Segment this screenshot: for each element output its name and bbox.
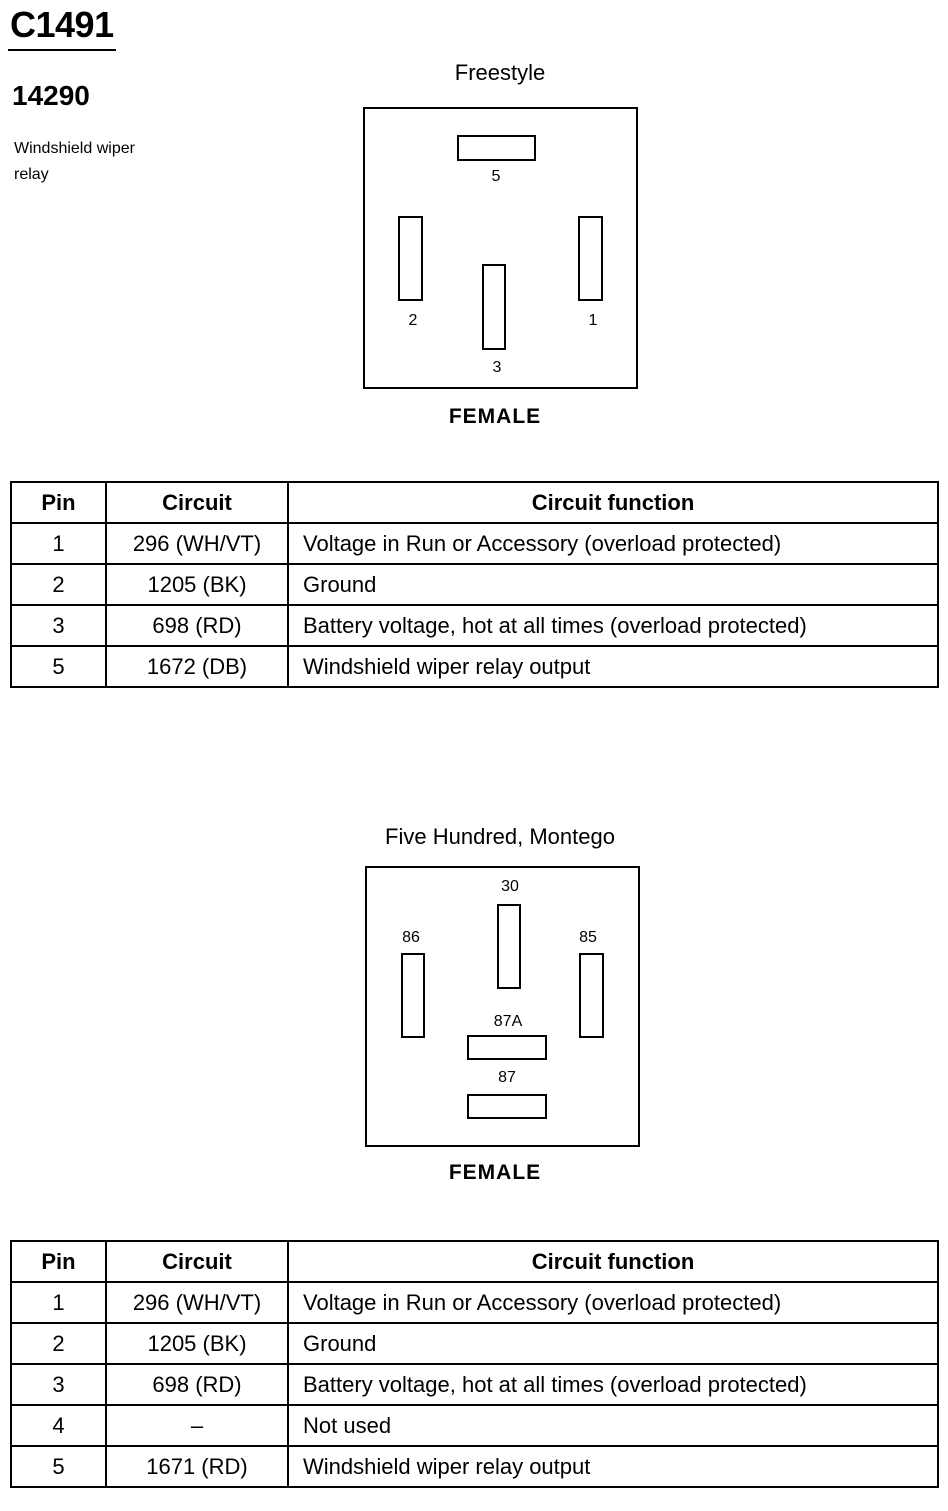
- function-cell: Windshield wiper relay output: [287, 645, 939, 688]
- table-header-row: Pin Circuit Circuit function: [10, 481, 939, 524]
- circuit-cell: 1205 (BK): [105, 563, 289, 606]
- pin-cell: 3: [10, 1363, 107, 1406]
- diagram-2-connector-face: [365, 866, 640, 1147]
- header-pin: Pin: [10, 1240, 107, 1283]
- diagram-2-pin-87a-label: 87A: [493, 1013, 523, 1030]
- title-underline: [8, 49, 116, 51]
- function-cell: Ground: [287, 563, 939, 606]
- connector-id: C1491: [10, 4, 114, 45]
- pinout-table-2: Pin Circuit Circuit function 1 296 (WH/V…: [10, 1240, 939, 1488]
- diagram-2-pin-85-label: 85: [579, 929, 597, 946]
- diagram-2-pin-85: [579, 953, 604, 1038]
- pin-cell: 5: [10, 1445, 107, 1488]
- function-cell: Ground: [287, 1322, 939, 1365]
- diagram-1-pin-3-label: 3: [492, 359, 502, 376]
- diagram-1-connector-face: [363, 107, 638, 389]
- table-row: 1 296 (WH/VT) Voltage in Run or Accessor…: [10, 522, 939, 565]
- pin-cell: 1: [10, 522, 107, 565]
- header-circuit: Circuit: [105, 1240, 289, 1283]
- table-row: 1 296 (WH/VT) Voltage in Run or Accessor…: [10, 1281, 939, 1324]
- diagram-2-pin-30-label: 30: [501, 878, 519, 895]
- function-cell: Voltage in Run or Accessory (overload pr…: [287, 522, 939, 565]
- diagram-2-pin-86-label: 86: [402, 929, 420, 946]
- function-cell: Not used: [287, 1404, 939, 1447]
- circuit-cell: 1672 (DB): [105, 645, 289, 688]
- table-row: 3 698 (RD) Battery voltage, hot at all t…: [10, 604, 939, 647]
- circuit-cell: 296 (WH/VT): [105, 522, 289, 565]
- diagram-2-pin-87a: [467, 1035, 547, 1060]
- diagram-1-pin-5-label: 5: [491, 168, 501, 185]
- diagram-1-title: Freestyle: [454, 60, 546, 85]
- table-row: 5 1672 (DB) Windshield wiper relay outpu…: [10, 645, 939, 688]
- table-row: 3 698 (RD) Battery voltage, hot at all t…: [10, 1363, 939, 1406]
- table-row: 2 1205 (BK) Ground: [10, 563, 939, 606]
- diagram-1-pin-1: [578, 216, 603, 301]
- circuit-cell: 1205 (BK): [105, 1322, 289, 1365]
- circuit-cell: 698 (RD): [105, 604, 289, 647]
- function-cell: Battery voltage, hot at all times (overl…: [287, 1363, 939, 1406]
- diagram-1-pin-2: [398, 216, 423, 301]
- circuit-cell: –: [105, 1404, 289, 1447]
- pin-cell: 2: [10, 563, 107, 606]
- diagram-2-pin-86: [401, 953, 425, 1038]
- part-description: Windshield wiper relay: [14, 140, 135, 183]
- pin-cell: 5: [10, 645, 107, 688]
- diagram-1-pin-1-label: 1: [588, 312, 598, 329]
- diagram-2-title: Five Hundred, Montego: [385, 824, 615, 849]
- diagram-1-pin-5: [457, 135, 536, 161]
- diagram-2-gender: FEMALE: [448, 1161, 542, 1184]
- diagram-1-pin-3: [482, 264, 506, 350]
- header-circuit: Circuit: [105, 481, 289, 524]
- header-circuit-function: Circuit function: [287, 481, 939, 524]
- circuit-cell: 296 (WH/VT): [105, 1281, 289, 1324]
- table-row: 5 1671 (RD) Windshield wiper relay outpu…: [10, 1445, 939, 1488]
- diagram-2-pin-30: [497, 904, 521, 989]
- header-circuit-function: Circuit function: [287, 1240, 939, 1283]
- table-header-row: Pin Circuit Circuit function: [10, 1240, 939, 1283]
- circuit-cell: 1671 (RD): [105, 1445, 289, 1488]
- circuit-cell: 698 (RD): [105, 1363, 289, 1406]
- table-row: 2 1205 (BK) Ground: [10, 1322, 939, 1365]
- part-number: 14290: [12, 80, 90, 111]
- function-cell: Windshield wiper relay output: [287, 1445, 939, 1488]
- pin-cell: 4: [10, 1404, 107, 1447]
- diagram-2-pin-87-label: 87: [498, 1069, 516, 1086]
- header-pin: Pin: [10, 481, 107, 524]
- pin-cell: 1: [10, 1281, 107, 1324]
- diagram-1-pin-2-label: 2: [408, 312, 418, 329]
- function-cell: Voltage in Run or Accessory (overload pr…: [287, 1281, 939, 1324]
- pin-cell: 3: [10, 604, 107, 647]
- function-cell: Battery voltage, hot at all times (overl…: [287, 604, 939, 647]
- pin-cell: 2: [10, 1322, 107, 1365]
- diagram-1-gender: FEMALE: [448, 405, 542, 428]
- table-row: 4 – Not used: [10, 1404, 939, 1447]
- pinout-table-1: Pin Circuit Circuit function 1 296 (WH/V…: [10, 481, 939, 688]
- diagram-2-pin-87: [467, 1094, 547, 1119]
